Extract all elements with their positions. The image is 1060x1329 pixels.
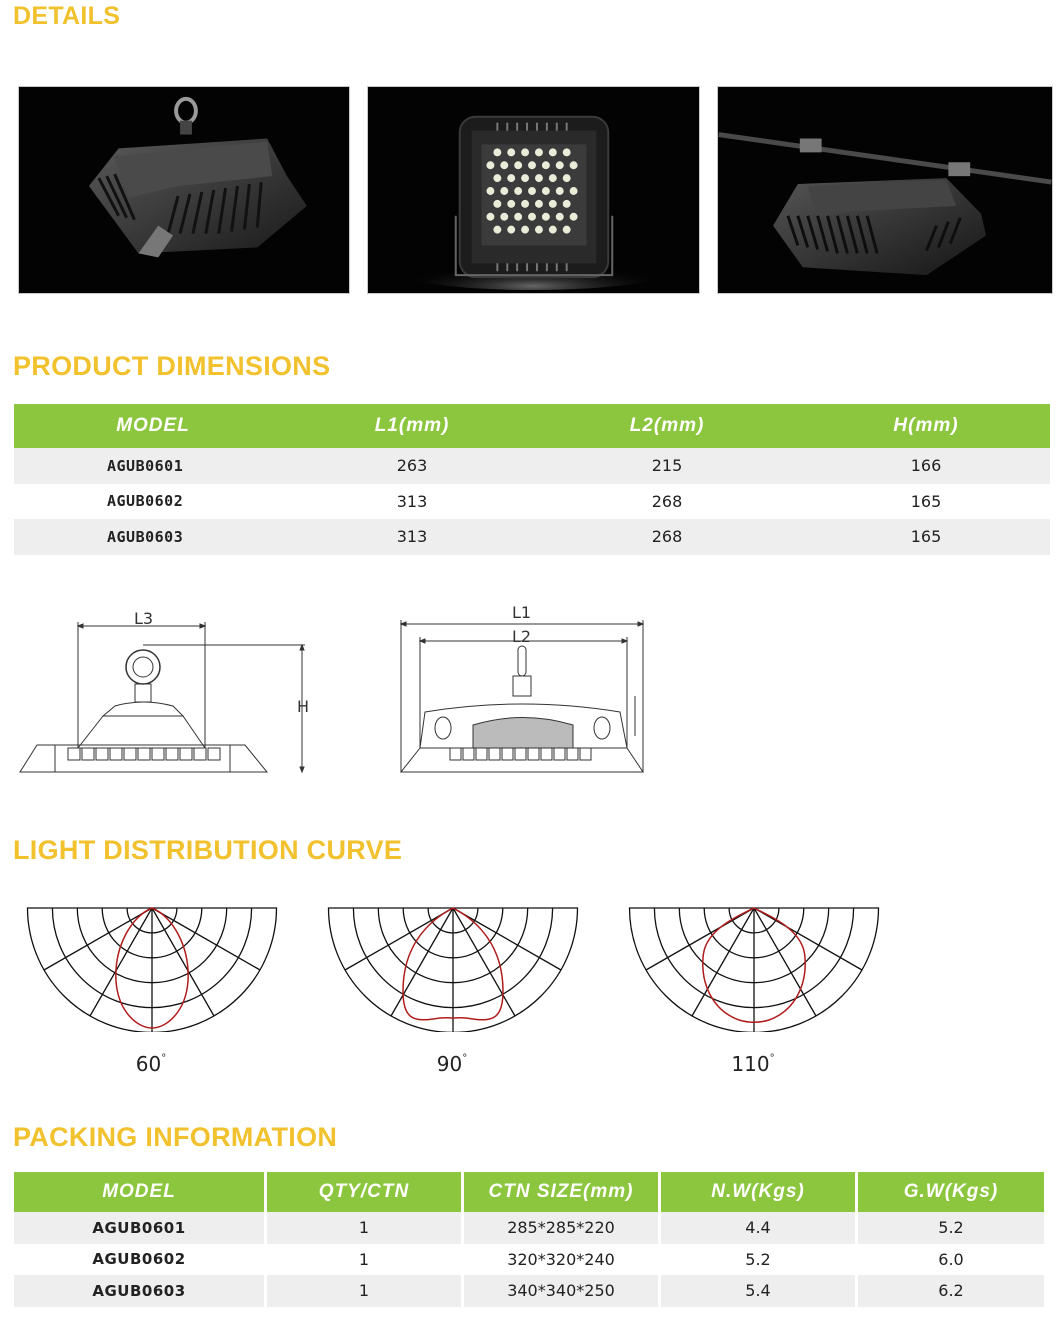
header-ctn-size: CTN SIZE(mm) [464,1172,658,1212]
header-l2: L2(mm) [532,404,802,448]
light-distribution-title: LIGHT DISTRIBUTION CURVE [13,835,403,865]
ctn-size-cell: 285*285*220 [464,1212,658,1244]
header-qty-ctn: QTY/CTN [267,1172,461,1212]
net-weight-cell: 5.4 [661,1275,855,1307]
net-weight-cell: 4.4 [661,1212,855,1244]
ctn-size-cell: 340*340*250 [464,1275,658,1307]
l3-label: L3 [134,609,153,628]
details-title: DETAILS [13,2,121,30]
table-row: AGUB0602 313 268 165 [14,483,1050,519]
l1-label: L1 [512,603,531,622]
beam-label-110: 110° [703,1052,803,1076]
details-photo-led-array [367,86,700,294]
packing-information-title: PACKING INFORMATION [13,1122,338,1152]
h-cell: 165 [802,519,1050,555]
details-photo-rail-mount [717,86,1053,294]
header-net-weight: N.W(Kgs) [661,1172,855,1212]
header-h: H(mm) [802,404,1050,448]
model-cell: AGUB0602 [14,1243,264,1275]
details-photo-eye-bolt [18,86,350,294]
polar-chart-90 [327,907,579,1032]
front-view-drawing: L1 L2 [395,600,655,785]
beam-angle-90: 90 [436,1052,463,1076]
packing-table: MODEL QTY/CTN CTN SIZE(mm) N.W(Kgs) G.W(… [11,1172,1047,1307]
l2-label: L2 [512,627,531,646]
l2-cell: 215 [532,448,802,484]
gross-weight-cell: 5.2 [858,1212,1044,1244]
beam-angle-60: 60 [135,1052,162,1076]
l2-cell: 268 [532,519,802,555]
table-row: AGUB0602 1 320*320*240 5.2 6.0 [14,1243,1044,1275]
h-cell: 166 [802,448,1050,484]
l1-cell: 313 [292,483,532,519]
h-cell: 165 [802,483,1050,519]
header-model: MODEL [14,1172,264,1212]
dimensions-table: MODEL L1(mm) L2(mm) H(mm) AGUB0601 263 2… [14,404,1050,555]
beam-label-60: 60° [101,1052,201,1076]
ctn-size-cell: 320*320*240 [464,1243,658,1275]
model-cell: AGUB0603 [14,519,292,555]
degree-symbol: ° [462,1053,468,1064]
side-view-drawing: L3 H [15,600,315,785]
header-l1: L1(mm) [292,404,532,448]
header-gross-weight: G.W(Kgs) [858,1172,1044,1212]
dimensions-header-row: MODEL L1(mm) L2(mm) H(mm) [14,404,1050,448]
product-dimensions-title: PRODUCT DIMENSIONS [13,351,331,381]
beam-label-90: 90° [402,1052,502,1076]
model-cell: AGUB0602 [14,483,292,519]
l1-cell: 263 [292,448,532,484]
qty-cell: 1 [267,1243,461,1275]
model-cell: AGUB0603 [14,1275,264,1307]
polar-chart-60 [26,907,278,1032]
gross-weight-cell: 6.0 [858,1243,1044,1275]
qty-cell: 1 [267,1212,461,1244]
h-label: H [297,697,309,716]
l1-cell: 313 [292,519,532,555]
l2-cell: 268 [532,483,802,519]
header-model: MODEL [14,404,292,448]
qty-cell: 1 [267,1275,461,1307]
model-cell: AGUB0601 [14,1212,264,1244]
net-weight-cell: 5.2 [661,1243,855,1275]
model-cell: AGUB0601 [14,448,292,484]
packing-header-row: MODEL QTY/CTN CTN SIZE(mm) N.W(Kgs) G.W(… [14,1172,1044,1212]
table-row: AGUB0603 1 340*340*250 5.4 6.2 [14,1275,1044,1307]
gross-weight-cell: 6.2 [858,1275,1044,1307]
polar-chart-110 [628,907,880,1032]
degree-symbol: ° [769,1053,775,1064]
table-row: AGUB0601 1 285*285*220 4.4 5.2 [14,1212,1044,1244]
table-row: AGUB0601 263 215 166 [14,448,1050,484]
beam-angle-110: 110 [731,1052,770,1076]
degree-symbol: ° [161,1053,167,1064]
table-row: AGUB0603 313 268 165 [14,519,1050,555]
